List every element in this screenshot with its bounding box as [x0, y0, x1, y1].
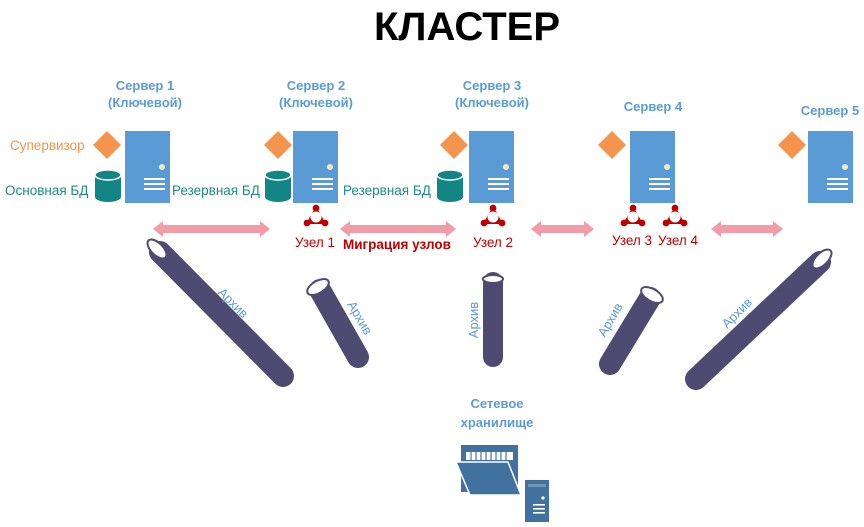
node-1-label: Узел 1 [295, 235, 335, 250]
archive-pipe-4 [599, 286, 664, 375]
node-3-label: Узел 3 [612, 233, 652, 248]
backup-db-label-1: Резервная БД [172, 183, 260, 198]
server-5-icon [807, 130, 854, 204]
storage-label-line2: хранилище [461, 415, 534, 430]
archive-pipe-2 [306, 278, 369, 368]
storage-label-line1: Сетевое [470, 396, 523, 411]
backup-database-icon [264, 169, 292, 203]
storage-server-icon [525, 480, 549, 522]
primary-database-icon [94, 169, 122, 203]
server-2-icon [292, 130, 339, 204]
folder-icon [454, 445, 523, 496]
supervisor-icon [440, 131, 468, 159]
diagram-title: КЛАСТЕР [374, 5, 560, 49]
server-3-icon [468, 130, 515, 204]
server-2-role: (Ключевой) [279, 95, 353, 110]
supervisor-icon [93, 131, 121, 159]
archive-pipe-1 [146, 238, 294, 387]
server-3-role: (Ключевой) [455, 95, 529, 110]
primary-db-label: Основная БД [5, 183, 88, 198]
archive-pipe-5 [685, 248, 833, 390]
supervisor-label: Супервизор [10, 138, 85, 153]
node-3-icon [620, 204, 646, 227]
backup-database-icon [436, 169, 464, 203]
node-1-icon [303, 204, 329, 227]
migration-arrow [531, 221, 594, 237]
supervisor-icon [264, 131, 292, 159]
backup-db-label-2: Резервная БД [343, 183, 431, 198]
supervisor-icon [778, 131, 806, 159]
server-3-name: Сервер 3 [463, 78, 521, 93]
migration-arrow [153, 221, 270, 237]
server-2-name: Сервер 2 [287, 78, 345, 93]
server-5-name: Сервер 5 [801, 103, 859, 118]
node-2-icon [480, 204, 506, 227]
server-1-icon [124, 130, 171, 204]
archive-pipe-3 [482, 272, 504, 367]
migration-arrow [340, 221, 456, 237]
node-4-icon [662, 204, 688, 227]
supervisor-icon [598, 131, 626, 159]
server-1-name: Сервер 1 [116, 78, 174, 93]
server-4-icon [629, 130, 676, 204]
archive-label-3: Архив [466, 302, 481, 339]
migration-arrow [711, 221, 783, 237]
node-4-label: Узел 4 [658, 233, 699, 248]
node-2-label: Узел 2 [473, 235, 513, 250]
server-4-name: Сервер 4 [624, 99, 683, 114]
migration-label: Миграция узлов [343, 237, 451, 252]
server-1-role: (Ключевой) [108, 95, 182, 110]
